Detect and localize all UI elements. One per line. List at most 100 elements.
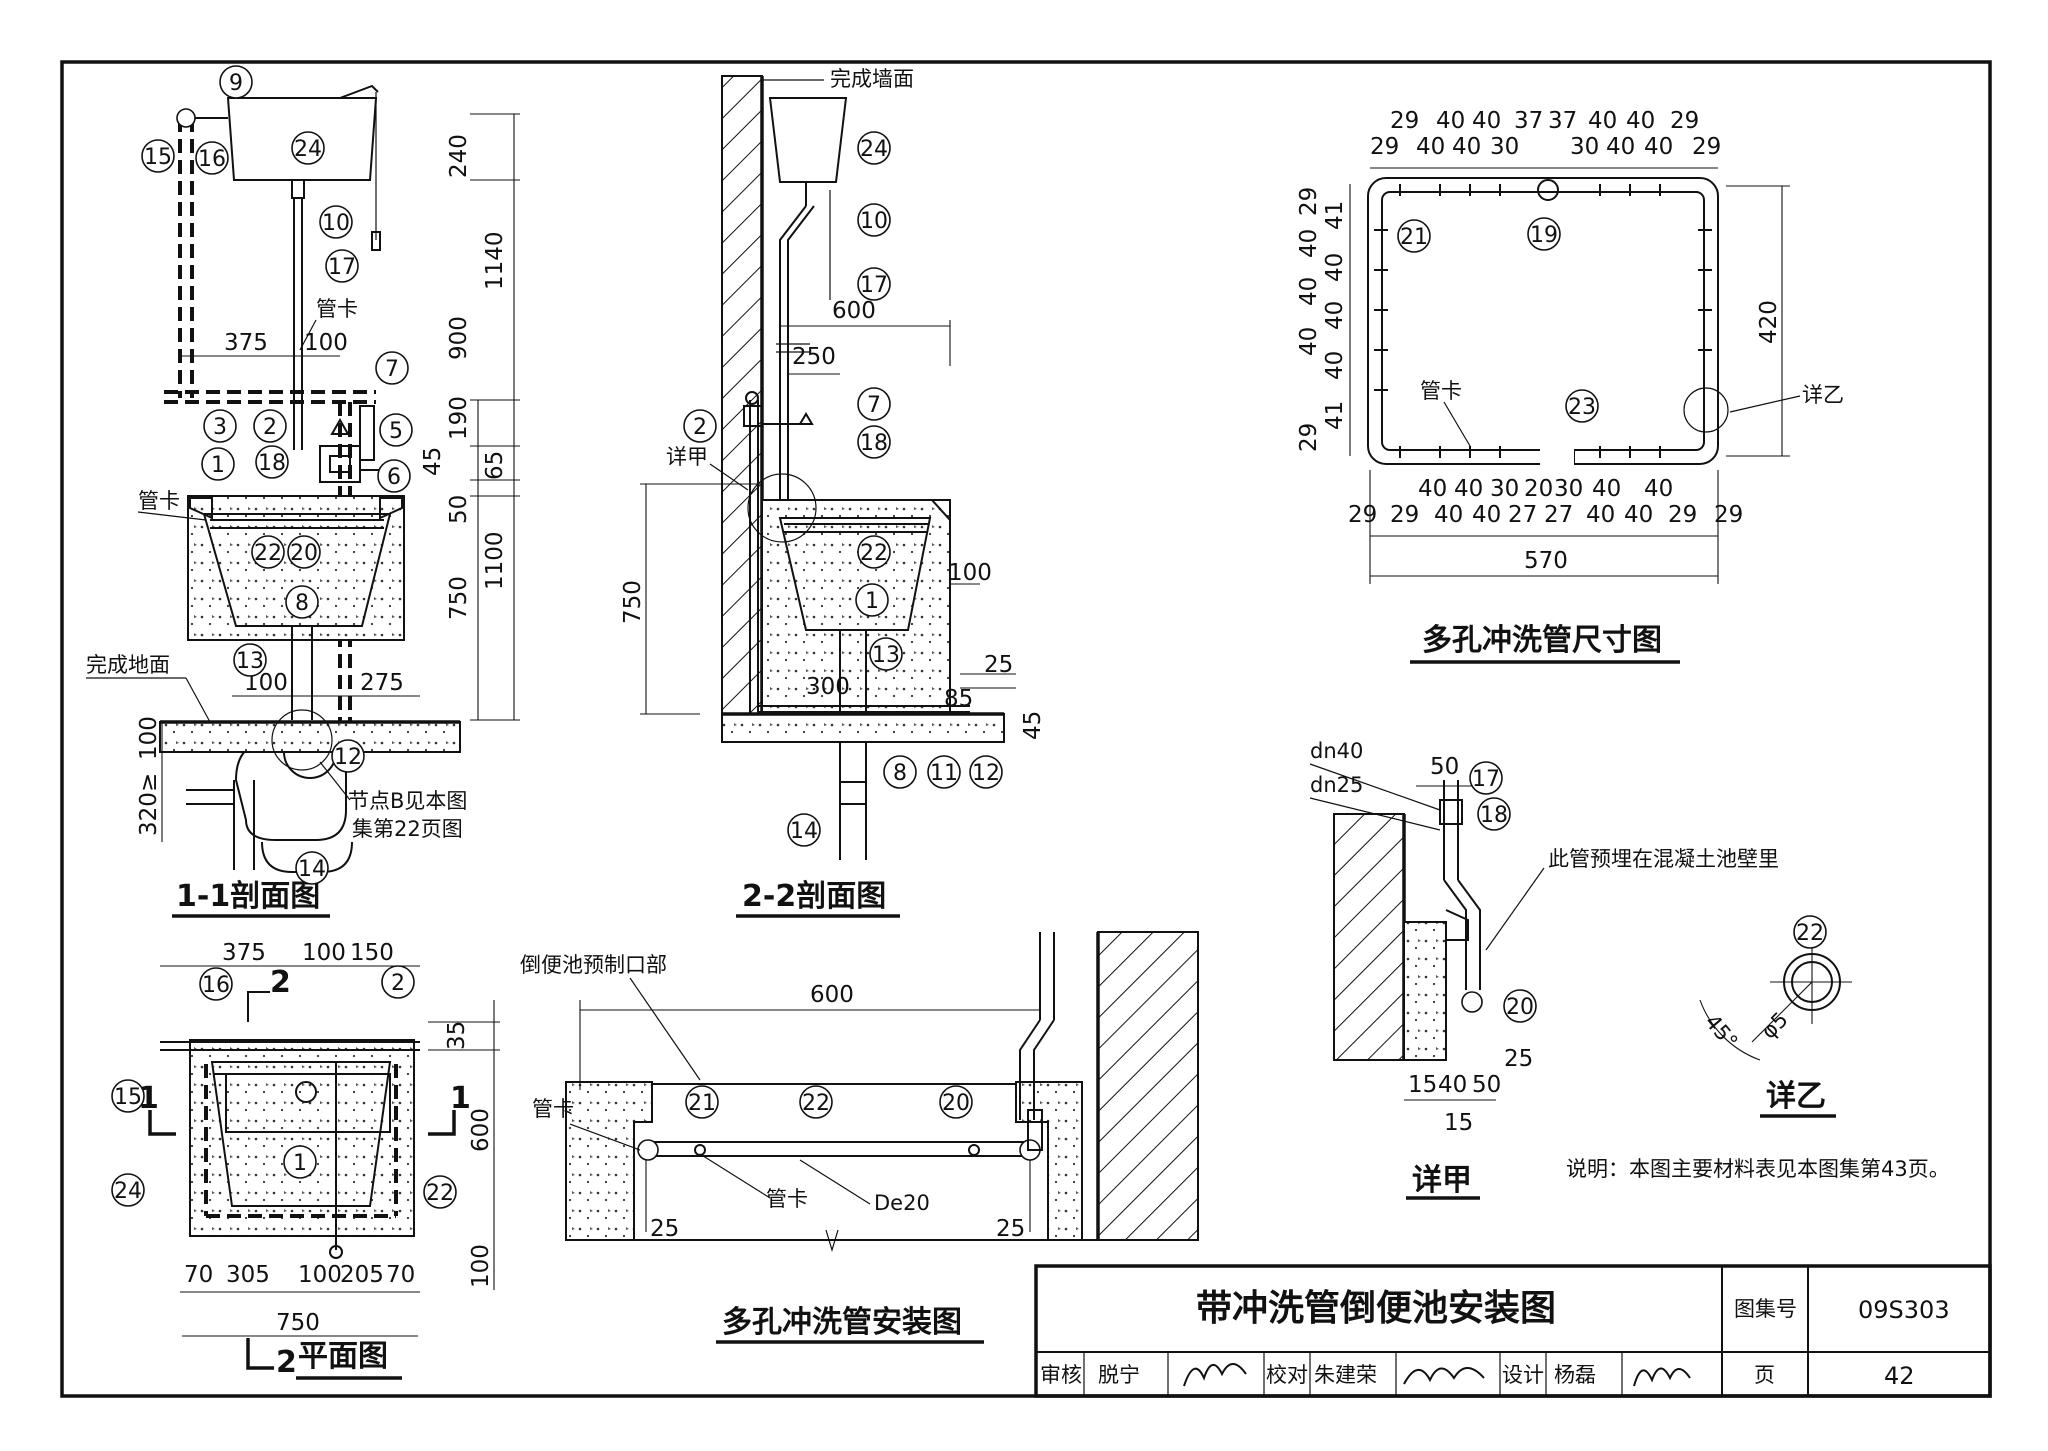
svg-text:15: 15: [144, 145, 172, 170]
svg-text:9: 9: [229, 71, 243, 96]
title-detail-a: 详甲: [1412, 1163, 1472, 1198]
svg-text:2: 2: [263, 415, 277, 440]
dim-plan-750: 750: [276, 1310, 320, 1336]
svg-text:13: 13: [872, 643, 900, 668]
fp-left-6: 40: [1296, 327, 1322, 356]
label-de20: De20: [874, 1191, 930, 1215]
section-mark-1-right: 1: [450, 1081, 471, 1116]
dim-65: 65: [482, 451, 508, 480]
fp-top2-6: 40: [1644, 134, 1673, 160]
callout-10: 10: [319, 205, 353, 239]
fp-bot1-4: 30: [1554, 476, 1583, 502]
fp-bot1-6: 40: [1644, 476, 1673, 502]
svg-text:10: 10: [860, 209, 888, 234]
callout-19: 19: [1527, 217, 1561, 251]
fp-left-5: 40: [1322, 301, 1348, 330]
callout-1: 1: [201, 447, 235, 481]
label-detail-a-ref: 详甲: [666, 445, 708, 469]
fp-left-3: 40: [1322, 253, 1348, 282]
dim-a-40: 40: [1438, 1072, 1467, 1098]
fp-right-420: 420: [1756, 300, 1782, 344]
label-embedded: 此管预埋在混凝土池壁里: [1548, 847, 1779, 871]
fp-bot2-4: 27: [1508, 502, 1537, 528]
dim-install-600: 600: [810, 982, 854, 1008]
dim-45: 45: [420, 447, 446, 476]
dim-install-25b: 25: [996, 1216, 1025, 1242]
svg-text:1: 1: [865, 589, 879, 614]
dim-900: 900: [446, 316, 472, 360]
callout-6: 6: [377, 459, 411, 493]
label-finished-floor-1: 完成地面: [86, 653, 170, 677]
callout-24-2: 24: [857, 131, 891, 165]
svg-text:7: 7: [385, 357, 399, 382]
svg-text:15: 15: [114, 1085, 142, 1110]
fp-left-7: 40: [1322, 351, 1348, 380]
fp-bot1-2: 30: [1490, 476, 1519, 502]
callout-17-3: 17: [1469, 761, 1503, 795]
title-section-2-2: 2-2剖面图: [742, 879, 886, 914]
label-dn25: dn25: [1310, 773, 1363, 797]
flush-pipe-dimensions: 29 40 40 37 37 40 40 29 29 40 40 30 30 4…: [1296, 108, 1844, 664]
svg-text:16: 16: [202, 973, 230, 998]
dim-plan-375: 375: [222, 940, 266, 966]
fp-top1-5: 40: [1588, 108, 1617, 134]
svg-text:8: 8: [295, 591, 309, 616]
callout-9: 9: [219, 65, 253, 99]
svg-text:1: 1: [211, 453, 225, 478]
fp-bot1-3: 20: [1524, 476, 1553, 502]
label-precast-opening: 倒便池预制口部: [520, 953, 667, 977]
fp-top2-5: 40: [1606, 134, 1635, 160]
title-block-design-label: 设计: [1502, 1363, 1544, 1387]
title-block-review-label: 审核: [1040, 1363, 1082, 1387]
fp-bot2-9: 29: [1714, 502, 1743, 528]
fp-bot2-6: 40: [1586, 502, 1615, 528]
dim-1140: 1140: [482, 231, 508, 290]
label-dn40: dn40: [1310, 739, 1363, 763]
dim-a-15b: 15: [1444, 1110, 1473, 1136]
fp-top1-7: 29: [1670, 108, 1699, 134]
label-clamp-install-1: 管卡: [532, 1097, 574, 1121]
svg-text:22: 22: [254, 541, 282, 566]
fp-top2-3: 30: [1490, 134, 1519, 160]
svg-text:14: 14: [298, 857, 326, 882]
detail-b: 45° φ5 详乙 说明：本图主要材料表见本图集第43页。: [1566, 940, 1950, 1181]
dim-85: 85: [944, 686, 973, 712]
callout-22-3: 22: [423, 1175, 457, 1209]
dim-plan-205: 205: [340, 1262, 384, 1288]
svg-text:22: 22: [1796, 921, 1824, 946]
fp-top2-4: 30: [1570, 134, 1599, 160]
callout-11: 11: [927, 755, 961, 789]
fp-bot2-7: 40: [1624, 502, 1653, 528]
dim-a-25: 25: [1504, 1046, 1533, 1072]
callout-8-2: 8: [883, 755, 917, 789]
fp-bot1-0: 40: [1418, 476, 1447, 502]
callout-12: 12: [331, 739, 365, 773]
dim-s22-45: 45: [1020, 711, 1046, 740]
fp-left-4: 40: [1296, 277, 1322, 306]
detail-a: 50 dn40 dn25 此管预埋在混凝土池壁里 25 15 40 50 15 …: [1309, 739, 1779, 1200]
section-1-1: 完成地面 240 1140 900 190 65 45 50 1100 750 …: [86, 84, 520, 918]
fp-bot2-3: 40: [1472, 502, 1501, 528]
svg-text:24: 24: [860, 137, 888, 162]
label-detail-b-ref: 详乙: [1802, 383, 1844, 407]
dim-plan-600: 600: [468, 1108, 494, 1152]
callout-12-2: 12: [969, 755, 1003, 789]
title-block-page-label: 页: [1754, 1363, 1775, 1387]
dim-275: 275: [360, 670, 404, 696]
flush-pipe-install: 600 25 25 倒便池预制口部 管卡 管卡 De20 多孔冲洗管安装图: [520, 931, 1199, 1344]
callout-7-2: 7: [857, 387, 891, 421]
callout-5: 5: [379, 413, 413, 447]
svg-text:13: 13: [236, 649, 264, 674]
callout-21-2: 21: [685, 1085, 719, 1119]
callout-2-3: 2: [381, 965, 415, 999]
title-block: 带冲洗管倒便池安装图 图集号 09S303 页 42 审核 脱宁 校对 朱建荣 …: [1034, 1264, 1992, 1398]
label-clamp-2: 管卡: [138, 489, 180, 513]
svg-text:24: 24: [114, 1179, 142, 1204]
title-block-reviewer: 脱宁: [1098, 1363, 1140, 1387]
callout-22-4: 22: [799, 1085, 833, 1119]
svg-text:20: 20: [1506, 995, 1534, 1020]
svg-text:18: 18: [860, 431, 888, 456]
title-flush-pipe-dims: 多孔冲洗管尺寸图: [1422, 623, 1662, 658]
callout-22-5: 22: [1793, 915, 1827, 949]
